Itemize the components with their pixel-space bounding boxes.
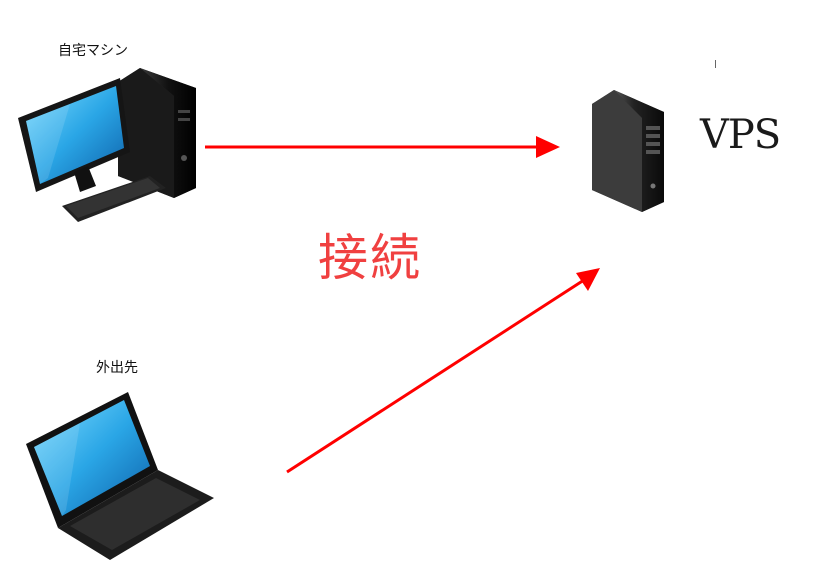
connection-label: 接続 bbox=[318, 229, 422, 287]
tick-mark bbox=[715, 60, 716, 68]
arrow-head-outside bbox=[576, 268, 600, 291]
outside-location-label: 外出先 bbox=[96, 360, 138, 376]
arrow-outside-to-vps bbox=[286, 278, 585, 474]
vps-label: VPS bbox=[700, 112, 781, 158]
home-machine-label: 自宅マシン bbox=[58, 43, 128, 59]
server-tower-icon bbox=[592, 90, 664, 212]
arrow-head-home bbox=[536, 136, 560, 158]
laptop-icon bbox=[26, 392, 214, 560]
desktop-computer-icon bbox=[18, 68, 196, 222]
